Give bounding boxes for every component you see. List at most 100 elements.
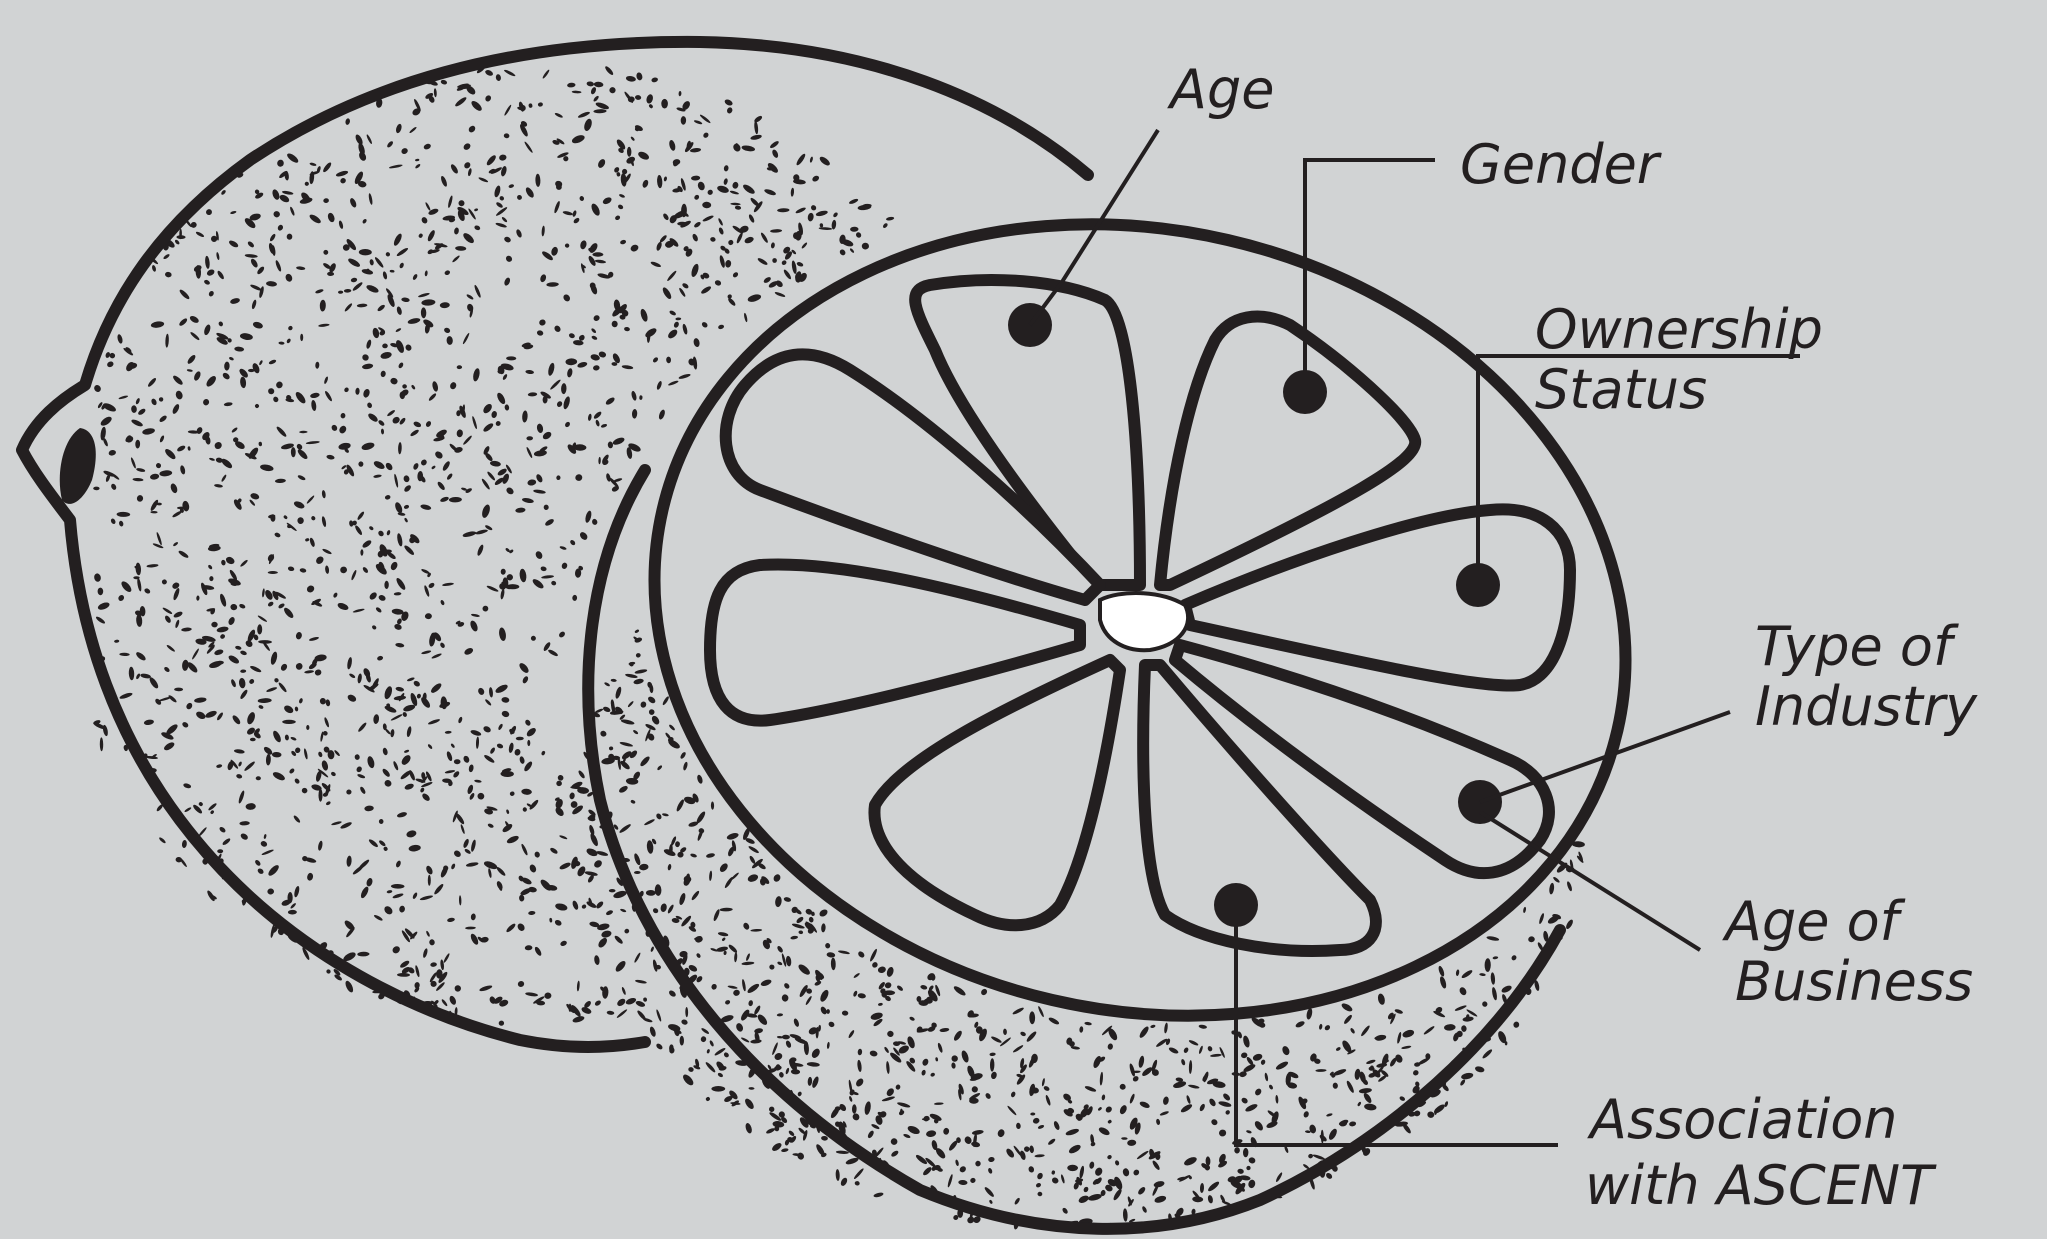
peel-speckle (1061, 1207, 1068, 1215)
peel-speckle (595, 259, 607, 264)
peel-speckle (362, 388, 371, 398)
peel-speckle (323, 198, 329, 204)
peel-speckle (446, 751, 454, 762)
peel-speckle (404, 517, 409, 522)
whole-lemon-peel-texture (93, 64, 895, 1026)
peel-speckle (391, 945, 401, 955)
peel-speckle (1486, 935, 1499, 941)
peel-speckle (291, 447, 296, 457)
peel-speckle (1244, 1103, 1258, 1113)
peel-speckle (1396, 1032, 1402, 1044)
peel-speckle (456, 429, 463, 438)
peel-speckle (505, 922, 516, 933)
peel-speckle (878, 1003, 883, 1007)
peel-speckle (476, 792, 485, 801)
peel-speckle (384, 494, 391, 500)
peel-speckle (278, 682, 288, 694)
peel-speckle (593, 410, 603, 419)
peel-speckle (158, 414, 167, 423)
peel-speckle (1479, 973, 1486, 977)
peel-speckle (163, 666, 170, 673)
peel-speckle (678, 892, 686, 905)
peel-speckle (349, 673, 356, 679)
peel-speckle (655, 884, 662, 896)
peel-speckle (309, 537, 316, 547)
peel-speckle (190, 221, 198, 229)
peel-speckle (611, 679, 617, 683)
peel-speckle (158, 836, 166, 844)
peel-speckle (688, 1067, 694, 1073)
peel-speckle (341, 464, 347, 469)
peel-speckle (219, 593, 228, 607)
peel-speckle (723, 178, 728, 185)
peel-speckle (862, 243, 869, 250)
peel-speckle (495, 206, 508, 217)
peel-speckle (691, 175, 701, 180)
peel-speckle (890, 1150, 899, 1158)
peel-speckle (266, 686, 278, 693)
peel-speckle (561, 562, 568, 570)
peel-speckle (409, 692, 418, 707)
peel-speckle (264, 589, 275, 601)
peel-speckle (951, 1062, 956, 1069)
peel-speckle (696, 953, 702, 959)
peel-speckle (380, 370, 386, 377)
peel-speckle (381, 768, 391, 778)
peel-speckle (585, 847, 598, 858)
peel-speckle (171, 403, 180, 415)
peel-speckle (1252, 1053, 1263, 1062)
label-business-age-line2: Business (1735, 950, 1973, 1013)
peel-speckle (595, 101, 610, 110)
peel-speckle (366, 134, 373, 145)
peel-speckle (652, 356, 659, 363)
peel-speckle (1029, 1011, 1035, 1024)
peel-speckle (1402, 1029, 1416, 1039)
peel-speckle (224, 402, 233, 407)
peel-speckle (392, 761, 399, 771)
peel-speckle (579, 531, 589, 542)
peel-speckle (1119, 1084, 1126, 1091)
peel-speckle (1107, 1119, 1112, 1124)
peel-speckle (187, 446, 191, 451)
peel-speckle (457, 365, 462, 369)
peel-speckle (690, 147, 702, 153)
peel-speckle (666, 356, 671, 363)
peel-speckle (395, 328, 402, 333)
peel-speckle (730, 203, 741, 206)
peel-speckle (525, 726, 537, 738)
peel-speckle (429, 939, 436, 946)
peel-speckle (626, 75, 637, 82)
label-business-age-line1: Age of (1722, 890, 1906, 953)
peel-speckle (764, 188, 777, 196)
peel-speckle (550, 246, 559, 256)
peel-speckle (343, 387, 349, 393)
peel-speckle (1005, 1147, 1016, 1159)
peel-speckle (502, 373, 508, 380)
peel-speckle (618, 823, 631, 834)
peel-speckle (149, 499, 159, 512)
peel-speckle (306, 584, 316, 594)
peel-speckle (321, 516, 327, 528)
peel-speckle (921, 1069, 926, 1076)
peel-speckle (326, 454, 335, 460)
peel-speckle (396, 306, 403, 315)
peel-speckle (622, 365, 634, 370)
peel-speckle (785, 1040, 792, 1049)
peel-speckle (572, 595, 577, 601)
peel-speckle (774, 896, 782, 908)
peel-speckle (541, 225, 545, 236)
peel-speckle (592, 252, 603, 256)
peel-speckle (232, 498, 243, 511)
peel-speckle (136, 467, 146, 472)
peel-speckle (1183, 1047, 1189, 1054)
peel-speckle (723, 951, 727, 956)
peel-speckle (369, 259, 374, 266)
peel-speckle (216, 712, 224, 721)
peel-speckle (600, 929, 612, 938)
peel-speckle (340, 413, 346, 419)
peel-speckle (368, 838, 379, 848)
peel-speckle (249, 499, 256, 507)
peel-speckle (1246, 1165, 1252, 1171)
peel-speckle (701, 1027, 710, 1035)
peel-speckle (490, 460, 502, 467)
